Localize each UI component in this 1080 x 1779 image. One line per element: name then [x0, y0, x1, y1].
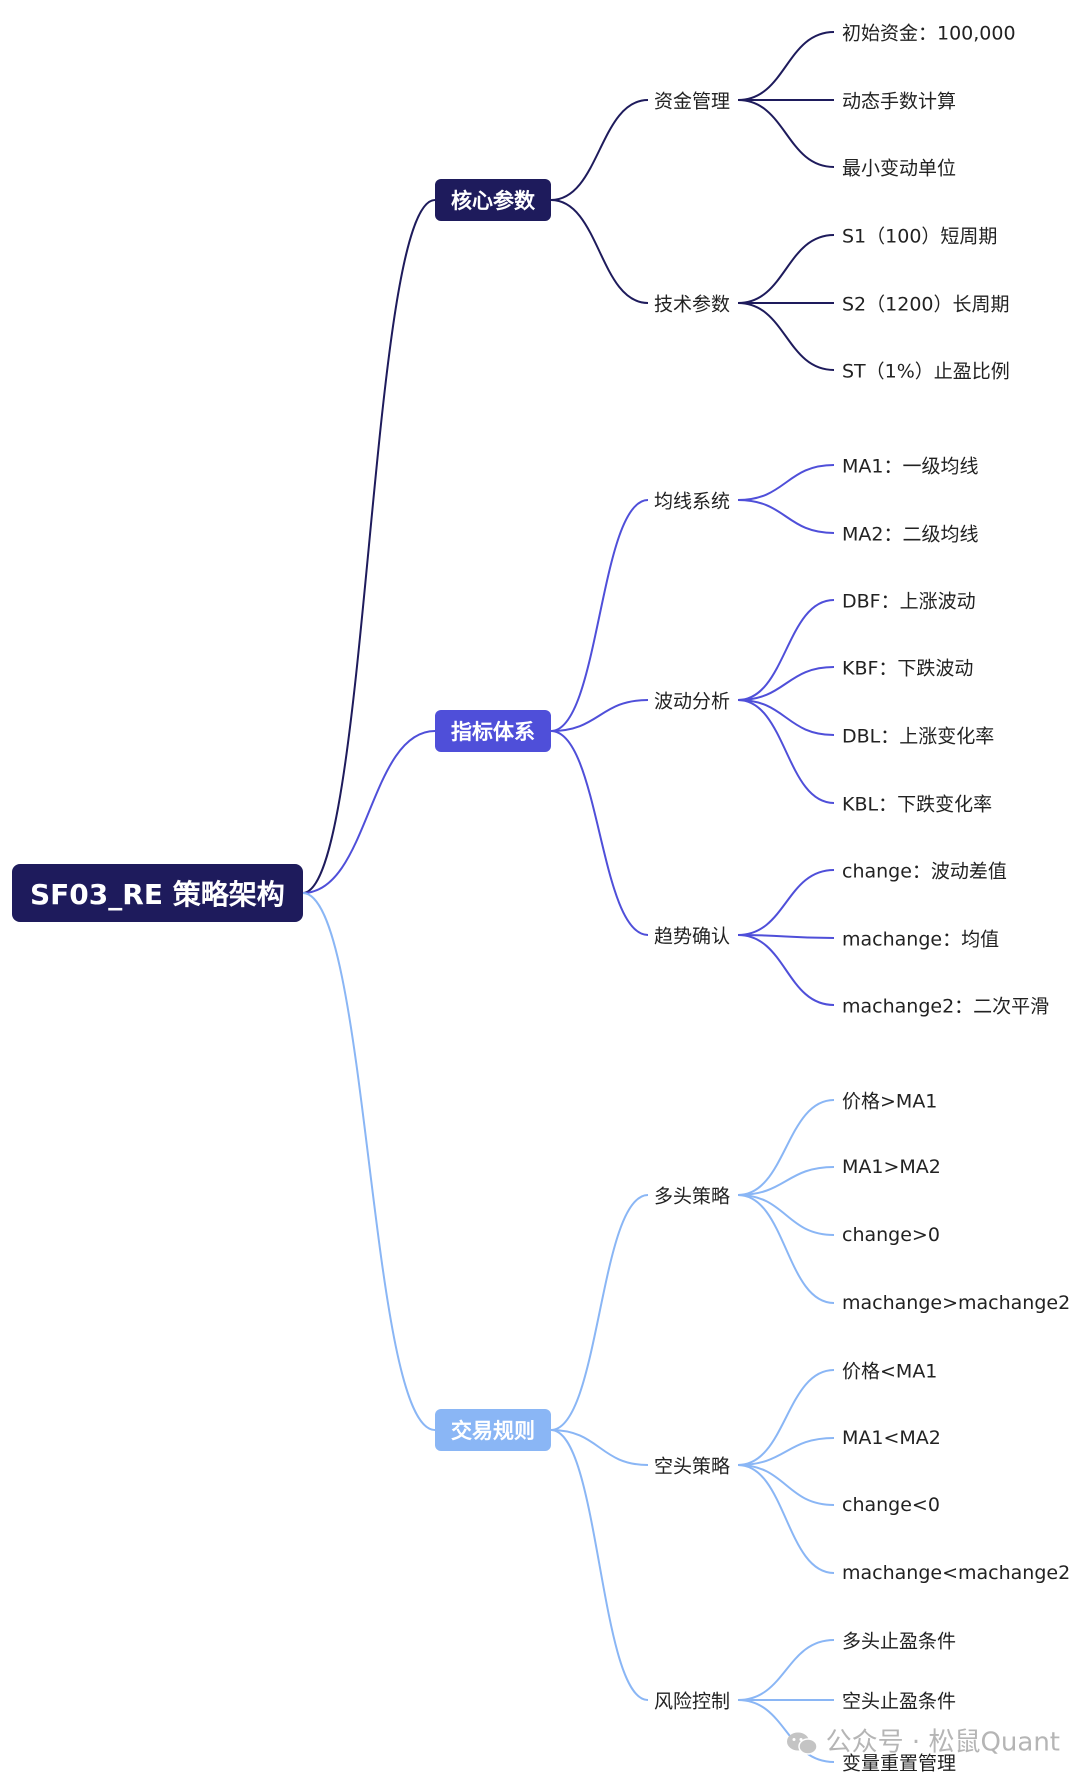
link-node-leaf	[738, 31, 835, 101]
node-risk-control: 风险控制	[654, 1690, 731, 1713]
leaf-s1: S1（100）短周期	[842, 225, 998, 248]
leaf-machange2: machange2：二次平滑	[842, 995, 1050, 1018]
link-root-branch	[302, 199, 436, 894]
leaf-dbl: DBL：上涨变化率	[842, 725, 995, 748]
root-node: SF03_RE 策略架构	[12, 864, 303, 922]
leaf-variable-reset: 变量重置管理	[842, 1752, 957, 1775]
node-short-strategy: 空头策略	[654, 1455, 731, 1478]
link-node-leaf	[738, 1166, 835, 1196]
link-branch-node	[550, 499, 649, 732]
link-node-leaf	[738, 934, 835, 939]
link-node-leaf	[738, 234, 835, 304]
link-node-leaf	[738, 1194, 835, 1304]
leaf-dbf: DBF：上涨波动	[842, 590, 976, 613]
link-branch-node	[550, 1429, 649, 1701]
leaf-ma1: MA1：一级均线	[842, 455, 979, 478]
leaf-change: change：波动差值	[842, 860, 1007, 883]
link-branch-node	[550, 699, 649, 732]
link-node-leaf	[738, 599, 835, 701]
leaf-short-ma1-ma2: MA1<MA2	[842, 1427, 941, 1449]
link-node-leaf	[738, 1437, 835, 1466]
link-node-leaf	[738, 666, 835, 701]
link-node-leaf	[738, 1194, 835, 1236]
link-branch-node	[550, 730, 649, 936]
branch-trading-rules: 交易规则	[435, 1409, 551, 1451]
link-node-leaf	[738, 464, 835, 501]
leaf-s2: S2（1200）长周期	[842, 293, 1010, 316]
link-branch-node	[550, 199, 649, 304]
link-node-leaf	[738, 499, 835, 534]
link-node-leaf	[738, 302, 835, 371]
leaf-long-change: change>0	[842, 1224, 940, 1246]
node-ma-system: 均线系统	[654, 490, 731, 513]
link-branch-node	[550, 1429, 649, 1466]
watermark: 公众号 · 松鼠Quant	[786, 1722, 1060, 1759]
link-node-leaf	[738, 1639, 835, 1701]
link-node-leaf	[738, 1369, 835, 1466]
watermark-text: 公众号 · 松鼠Quant	[825, 1727, 1060, 1758]
link-root-branch	[302, 730, 436, 894]
branch-indicator-system: 指标体系	[435, 710, 551, 752]
leaf-kbl: KBL：下跌变化率	[842, 793, 993, 816]
leaf-initial-capital: 初始资金：100,000	[842, 22, 1016, 45]
leaf-dynamic-lots: 动态手数计算	[842, 90, 957, 113]
node-volatility-analysis: 波动分析	[654, 690, 731, 713]
link-node-leaf	[738, 869, 835, 936]
leaf-machange: machange：均值	[842, 928, 1000, 951]
leaf-short-takeprofit: 空头止盈条件	[842, 1690, 957, 1713]
leaf-kbf: KBF：下跌波动	[842, 657, 974, 680]
wechat-icon	[786, 1732, 818, 1755]
leaf-ma2: MA2：二级均线	[842, 523, 979, 546]
link-node-leaf	[738, 934, 835, 1006]
link-node-leaf	[738, 1464, 835, 1574]
leaf-long-machange: machange>machange2	[842, 1292, 1071, 1314]
leaf-st: ST（1%）止盈比例	[842, 360, 1010, 383]
leaf-short-price-ma1: 价格<MA1	[842, 1360, 938, 1383]
link-node-leaf	[738, 1699, 835, 1763]
leaf-long-price-ma1: 价格>MA1	[842, 1090, 938, 1113]
node-long-strategy: 多头策略	[654, 1185, 731, 1208]
node-trend-confirmation: 趋势确认	[654, 925, 731, 948]
node-fund-management: 资金管理	[654, 90, 731, 113]
link-node-leaf	[738, 99, 835, 168]
leaf-long-takeprofit: 多头止盈条件	[842, 1630, 957, 1653]
branch-core-params: 核心参数	[435, 179, 551, 221]
link-branch-node	[550, 1194, 649, 1431]
leaf-long-ma1-ma2: MA1>MA2	[842, 1156, 941, 1178]
link-node-leaf	[738, 699, 835, 736]
link-branch-node	[550, 99, 649, 201]
leaf-short-machange: machange<machange2	[842, 1562, 1071, 1584]
node-technical-params: 技术参数	[654, 293, 731, 316]
leaf-min-tick: 最小变动单位	[842, 157, 957, 180]
leaf-short-change: change<0	[842, 1494, 940, 1516]
link-node-leaf	[738, 699, 835, 804]
link-root-branch	[302, 892, 436, 1431]
link-node-leaf	[738, 1464, 835, 1506]
link-node-leaf	[738, 1099, 835, 1196]
